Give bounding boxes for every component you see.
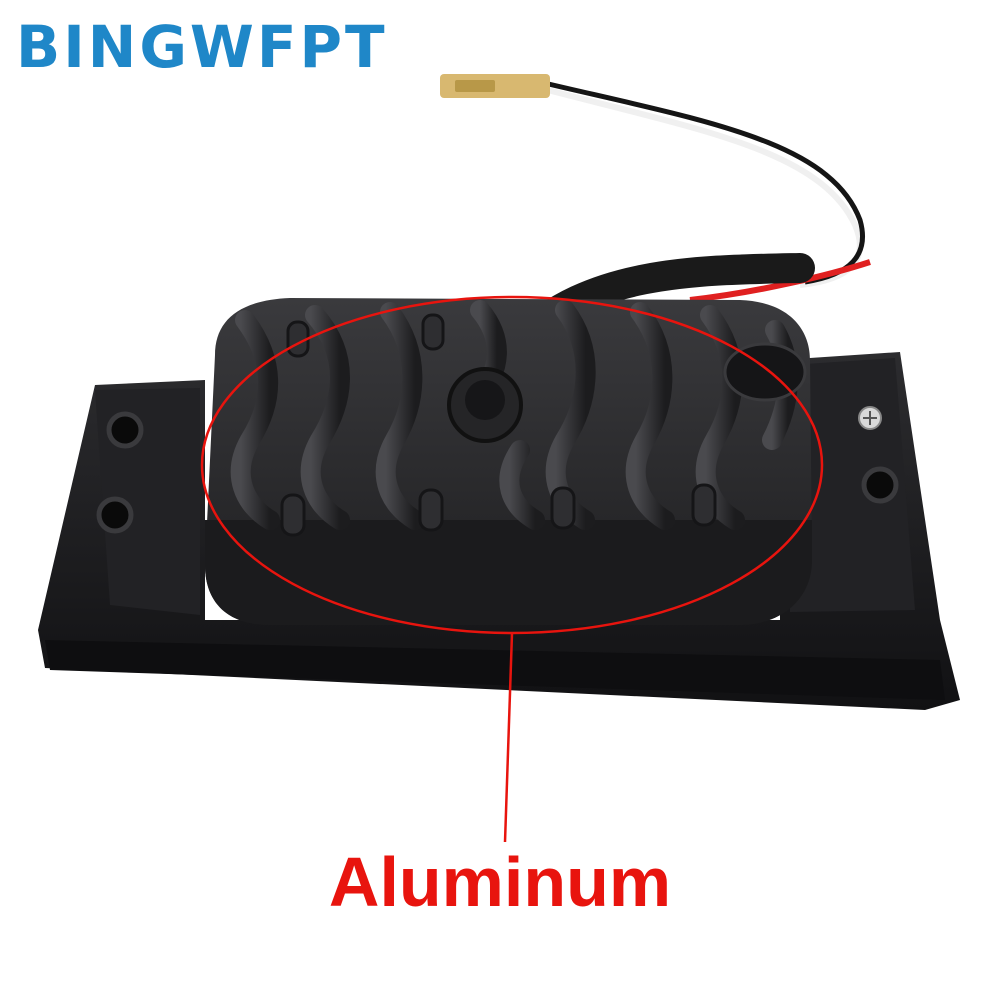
mount-hole-right <box>861 466 899 504</box>
annotation-callout <box>200 295 824 843</box>
mount-hole-left-top <box>106 411 144 449</box>
brand-logo: BINGWFPT <box>16 13 388 81</box>
material-label: Aluminum <box>328 843 672 921</box>
aluminum-heatsink <box>205 298 812 625</box>
callout-line <box>503 632 514 843</box>
vent-plug <box>723 342 807 402</box>
mount-hole-left-bottom <box>96 496 134 534</box>
